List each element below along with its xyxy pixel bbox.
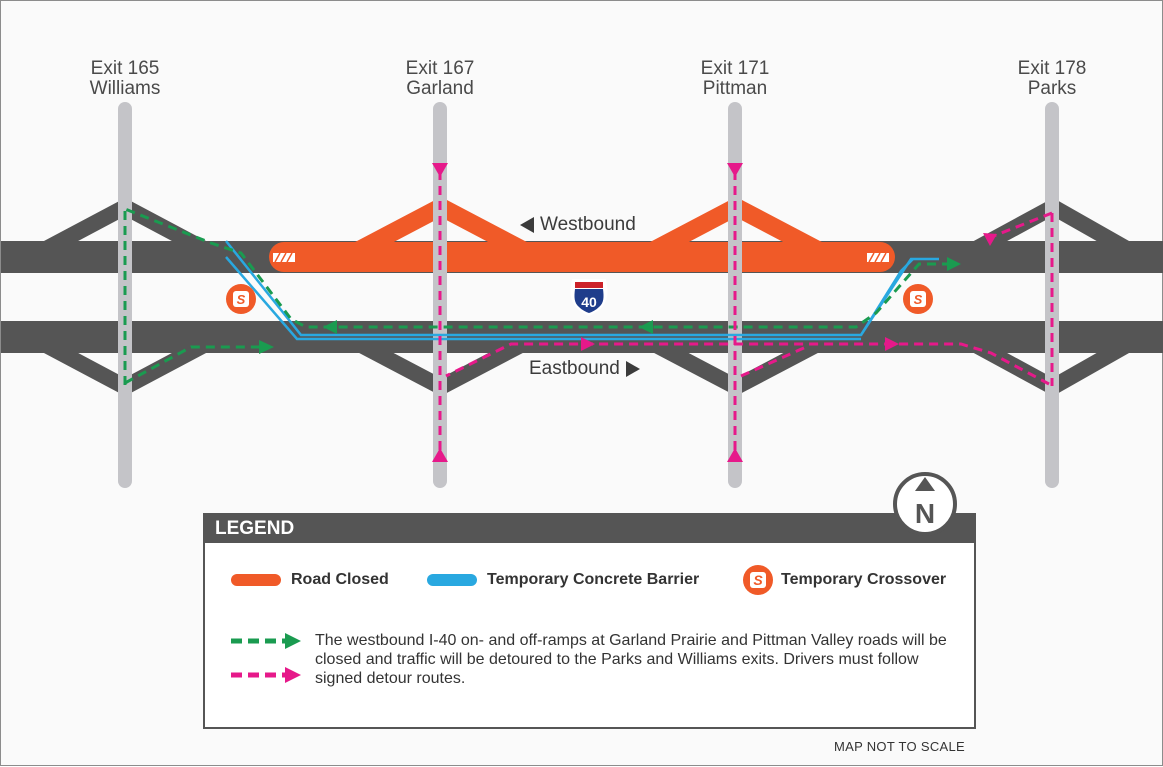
exit-label-garland: Exit 167 Garland	[360, 59, 520, 99]
westbound-label: Westbound	[520, 214, 636, 236]
pink-arrow-icon	[432, 163, 448, 177]
legend-item-barrier: Temporary Concrete Barrier	[427, 571, 699, 589]
eastbound-label: Eastbound	[529, 358, 640, 380]
exit-name: Williams	[89, 78, 161, 99]
road-closed-swatch	[231, 574, 281, 586]
pink-arrow-icon	[432, 448, 448, 462]
legend-label: Temporary Concrete Barrier	[487, 571, 700, 588]
svg-text:S: S	[914, 292, 923, 307]
exit-label-williams: Exit 165 Williams	[45, 59, 205, 99]
legend-description: The westbound I-40 on- and off-ramps at …	[315, 632, 947, 687]
exit-name: Parks	[1027, 78, 1077, 99]
westbound-text: Westbound	[540, 214, 636, 235]
green-arrow-icon	[285, 633, 301, 649]
legend-item-crossover: S Temporary Crossover	[743, 565, 946, 595]
green-arrow-icon	[639, 320, 653, 334]
legend-label: Road Closed	[291, 571, 389, 588]
exit-number: Exit 165	[90, 58, 160, 79]
green-detour-route	[123, 207, 951, 391]
green-arrow-icon	[259, 340, 274, 354]
svg-text:S: S	[237, 292, 246, 307]
exit-number: Exit 167	[405, 58, 475, 79]
legend-panel: LEGEND Road Closed Temporary Concrete Ba…	[203, 513, 976, 729]
barrier-swatch	[427, 574, 477, 586]
pink-arrow-icon	[983, 233, 997, 246]
exit-label-parks: Exit 178 Parks	[972, 59, 1132, 99]
pink-arrow-icon	[885, 337, 899, 351]
pink-arrow-icon	[285, 667, 301, 683]
interstate-shield-icon: 40	[570, 279, 608, 317]
shield-route-number: 40	[581, 294, 597, 310]
exit-number: Exit 178	[1017, 58, 1087, 79]
legend-detour-arrows	[231, 633, 301, 683]
crossover-marker-west: S	[226, 284, 256, 314]
crossover-marker-east: S	[903, 284, 933, 314]
pink-arrow-icon	[581, 337, 595, 351]
exit-label-pittman: Exit 171 Pittman	[655, 59, 815, 99]
left-arrow-icon	[520, 217, 534, 233]
exit-name: Pittman	[702, 78, 768, 99]
pink-arrow-icon	[727, 448, 743, 462]
green-arrow-icon	[947, 257, 961, 271]
legend-title: LEGEND	[205, 515, 974, 543]
legend-item-road-closed: Road Closed	[231, 571, 389, 589]
crossover-icon: S	[743, 565, 773, 595]
north-letter: N	[915, 498, 935, 529]
eastbound-text: Eastbound	[529, 358, 620, 379]
green-arrow-icon	[323, 320, 337, 334]
pink-detour-route	[438, 171, 1054, 456]
scale-note: MAP NOT TO SCALE	[834, 739, 965, 754]
exit-number: Exit 171	[700, 58, 770, 79]
pink-arrow-icon	[727, 163, 743, 177]
legend-label: Temporary Crossover	[781, 571, 947, 588]
exit-name: Garland	[406, 78, 474, 99]
north-arrow-icon: N	[893, 472, 957, 536]
right-arrow-icon	[625, 361, 640, 377]
